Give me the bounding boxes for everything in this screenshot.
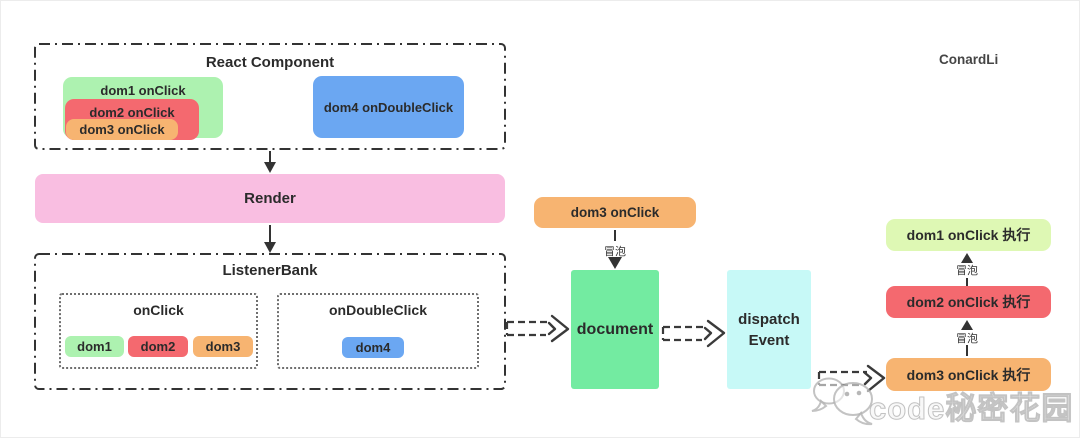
arrow-dom2-to-dom1 [961, 253, 973, 286]
bubble-label-upper: 冒泡 [956, 265, 978, 277]
listenerbank-border [34, 253, 506, 390]
event-source-box: dom3 onClick [534, 197, 696, 228]
bubble-label-middle: 冒泡 [604, 246, 626, 258]
bubble-label-lower: 冒泡 [956, 333, 978, 345]
listenerbank-title: ListenerBank [222, 262, 318, 279]
listenerbank-chip-dom4: dom4 [342, 337, 404, 358]
ondoubleclick-group-box: onDoubleClick [277, 293, 479, 369]
watermark-text: code秘密花园 [868, 391, 1074, 427]
onclick-group-title: onClick [133, 302, 184, 318]
arrow-listenerbank-to-document [505, 314, 570, 343]
render-box: Render [35, 174, 505, 223]
dispatch-event-box: dispatch Event [727, 270, 811, 389]
dom2-execute-box: dom2 onClick 执行 [886, 286, 1051, 318]
dom4-ondoubleclick-box: dom4 onDoubleClick [313, 76, 464, 138]
document-box: document [571, 270, 659, 389]
dom3-onclick-box: dom3 onClick [66, 119, 178, 140]
author-credit: ConardLi [939, 52, 999, 67]
arrow-react-to-render [264, 151, 276, 173]
onclick-group-box: onClick [59, 293, 258, 369]
ondoubleclick-group-title: onDoubleClick [328, 302, 427, 318]
dom1-execute-box: dom1 onClick 执行 [886, 219, 1051, 251]
arrow-dom3-to-dom2 [961, 320, 973, 356]
arrow-render-to-listenerbank [264, 225, 276, 253]
react-component-border [34, 43, 506, 150]
dom3-execute-box: dom3 onClick 执行 [886, 358, 1051, 391]
listenerbank-chip-dom2: dom2 [128, 336, 188, 357]
arrow-dom3-to-document [608, 230, 622, 269]
listenerbank-chip-dom3: dom3 [193, 336, 253, 357]
react-component-title: React Component [205, 54, 335, 71]
listenerbank-chip-dom1: dom1 [65, 336, 124, 357]
wechat-icon [811, 377, 873, 426]
arrow-document-to-dispatch [661, 319, 726, 348]
